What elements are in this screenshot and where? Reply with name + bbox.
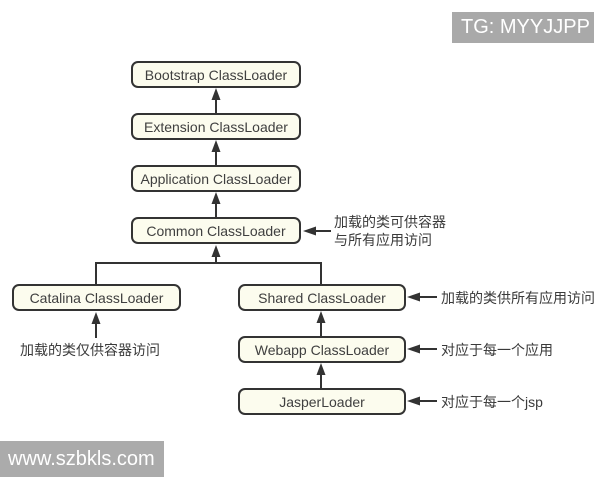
arrow-common-to-application [211, 192, 221, 218]
annotation-webapp: 对应于每一个应用 [441, 342, 553, 358]
arrow-webapp-note [407, 344, 437, 354]
branch-connector [95, 245, 322, 284]
node-catalina-classloader: Catalina ClassLoader [12, 284, 181, 311]
arrow-common-note [303, 226, 331, 236]
node-bootstrap-classloader: Bootstrap ClassLoader [131, 61, 301, 88]
arrow-webapp-to-shared [316, 311, 326, 336]
tg-badge: TG: MYYJJPP [452, 12, 594, 43]
watermark-badge: www.szbkls.com [0, 441, 164, 477]
node-common-classloader: Common ClassLoader [131, 217, 301, 244]
annotation-shared: 加载的类供所有应用访问 [441, 290, 595, 306]
annotation-catalina: 加载的类仅供容器访问 [20, 342, 160, 358]
node-application-classloader: Application ClassLoader [131, 165, 301, 192]
node-extension-classloader: Extension ClassLoader [131, 113, 301, 140]
node-webapp-classloader: Webapp ClassLoader [238, 336, 406, 363]
annotation-jasper: 对应于每一个jsp [441, 394, 543, 410]
node-shared-classloader: Shared ClassLoader [238, 284, 406, 311]
arrow-shared-note [407, 292, 437, 302]
arrow-catalina-note [91, 312, 101, 338]
node-jasperloader: JasperLoader [238, 388, 406, 415]
annotation-common: 加载的类可供容器 与所有应用访问 [334, 213, 446, 249]
arrow-extension-to-bootstrap [211, 88, 221, 114]
annotation-common-line2: 与所有应用访问 [334, 232, 432, 248]
arrow-jasper-to-webapp [316, 363, 326, 388]
arrow-jasper-note [407, 396, 437, 406]
annotation-common-line1: 加载的类可供容器 [334, 214, 446, 230]
arrow-application-to-extension [211, 140, 221, 166]
